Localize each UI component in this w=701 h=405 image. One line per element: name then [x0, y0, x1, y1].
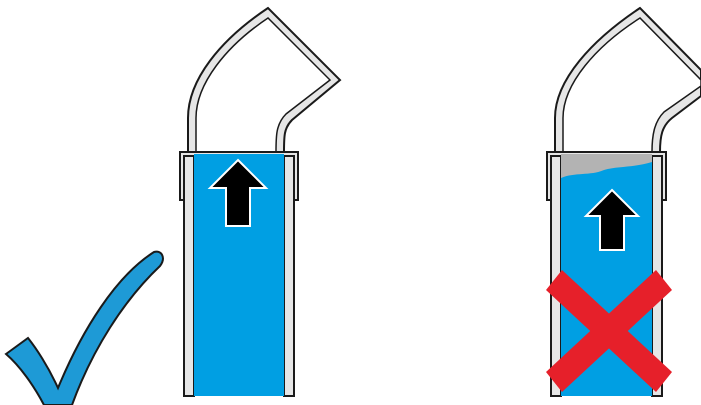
panel-incorrect — [546, 6, 701, 397]
checkmark-icon — [4, 250, 164, 405]
panel-correct — [4, 6, 342, 405]
up-arrow-icon — [583, 188, 641, 251]
nozzle-tube-left — [187, 6, 342, 153]
up-arrow-icon — [207, 158, 269, 227]
cross-icon — [546, 270, 672, 392]
nozzle-tube-right — [554, 6, 701, 153]
